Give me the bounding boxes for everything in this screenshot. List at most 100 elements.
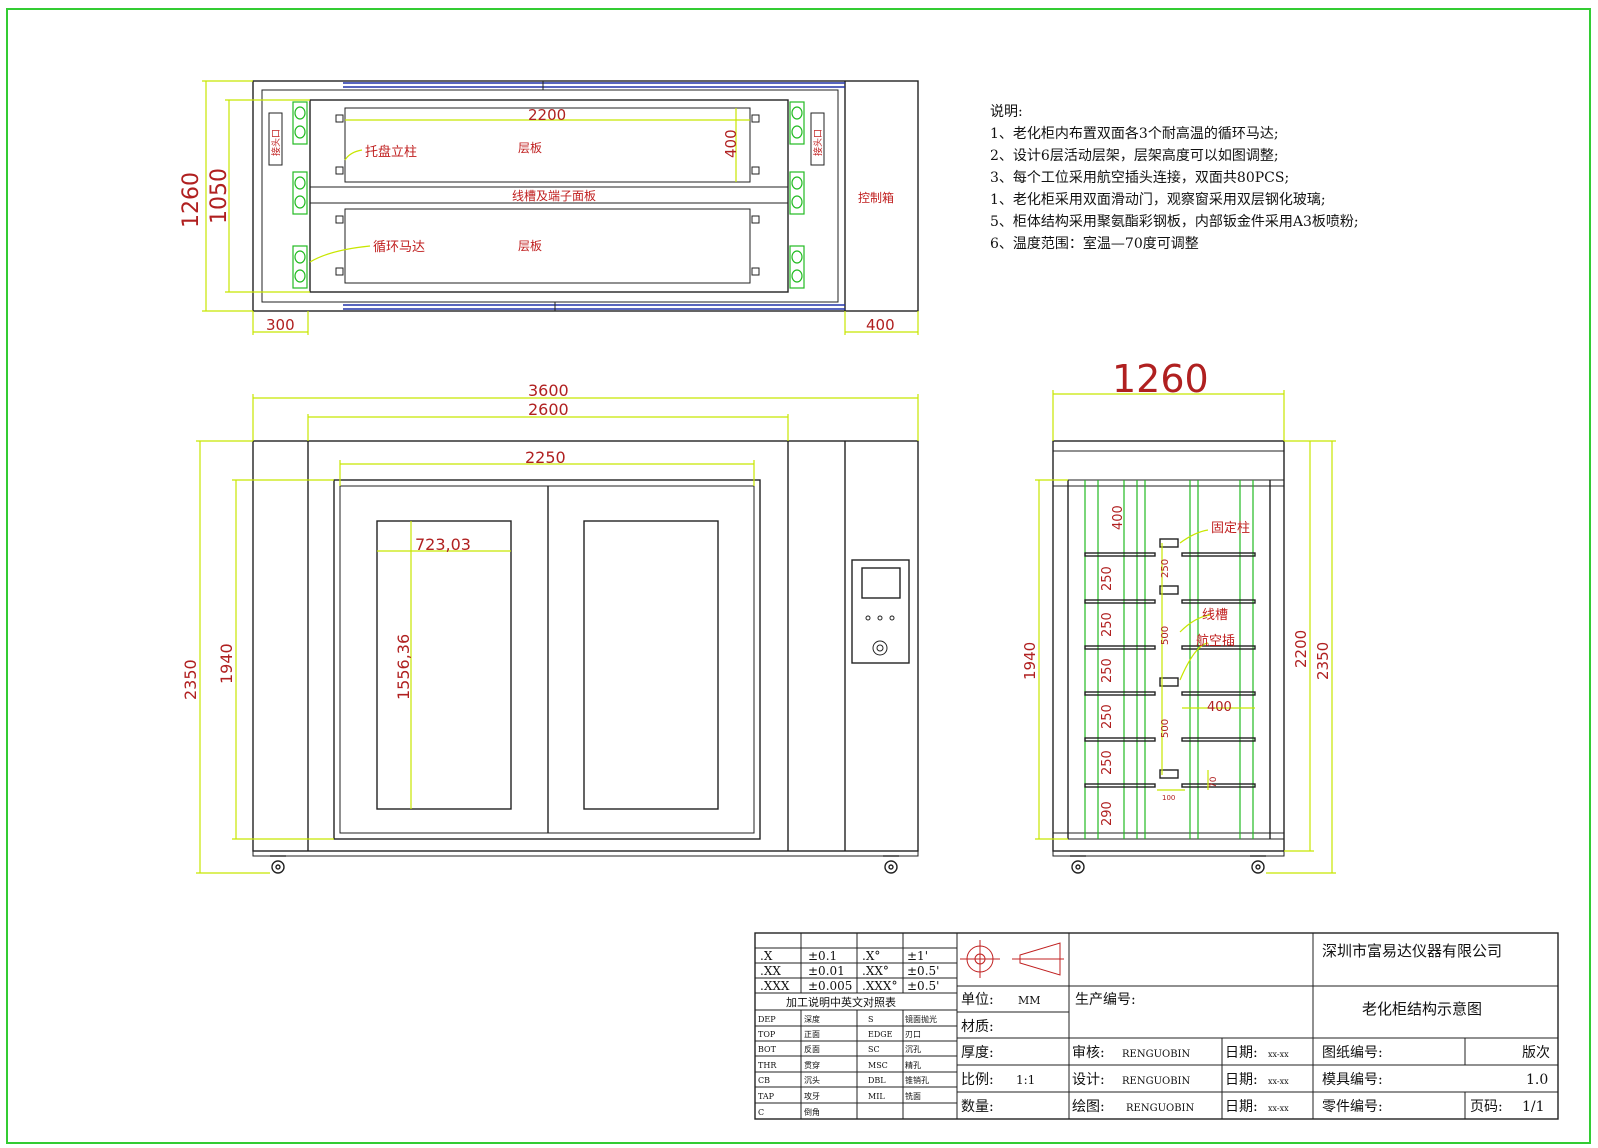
tol-r0-c2: .X° bbox=[862, 949, 880, 963]
side-view: 1260 1940 2200 2350 400 250 250 250 250 … bbox=[1021, 357, 1336, 874]
side-dim-2200: 2200 bbox=[1292, 630, 1310, 668]
gl-r5-c0: TAP bbox=[758, 1092, 775, 1101]
review-date-label: 日期: bbox=[1225, 1045, 1258, 1061]
side-dim-250-b: 250 bbox=[1100, 612, 1115, 637]
front-dim-723: 723,03 bbox=[415, 535, 471, 554]
tol-r2-c1: ±0.005 bbox=[808, 979, 852, 993]
top-dim-400-vertical: 400 bbox=[722, 129, 740, 158]
gl-r0-c0: DEP bbox=[758, 1015, 776, 1024]
gl-r3-c3: 精孔 bbox=[905, 1060, 921, 1070]
drawing-border bbox=[6, 8, 1591, 1144]
top-side-right-label: 接头口 bbox=[812, 129, 824, 156]
draw-person: RENGUOBIN bbox=[1126, 1103, 1194, 1114]
scale-label: 比例: bbox=[961, 1072, 994, 1088]
gl-r2-c1: 反面 bbox=[804, 1044, 820, 1054]
scale-value: 1:1 bbox=[1016, 1073, 1035, 1087]
gl-r2-c3: 沉孔 bbox=[905, 1045, 921, 1054]
gl-r1-c0: TOP bbox=[758, 1030, 776, 1039]
tol-r2-c3: ±0.5' bbox=[907, 979, 939, 993]
part-no-label: 零件编号: bbox=[1322, 1099, 1383, 1115]
top-dim-400-horizontal: 400 bbox=[866, 316, 895, 334]
front-dim-3600: 3600 bbox=[528, 381, 569, 400]
shelf-bottom-label: 层板 bbox=[518, 239, 542, 253]
gl-r5-c1: 攻牙 bbox=[804, 1091, 820, 1101]
notes: 说明: 1、老化柜内布置双面各3个耐高温的循环马达; 2、设计6层活动层架，层架… bbox=[990, 104, 1359, 252]
page-value: 1/1 bbox=[1522, 1099, 1545, 1115]
draw-date-value: xx-xx bbox=[1268, 1104, 1289, 1113]
front-dim-2250: 2250 bbox=[525, 448, 566, 467]
gl-r5-c2: MIL bbox=[868, 1092, 885, 1101]
side-dim-500-b: 500 bbox=[1160, 719, 1171, 738]
gl-r3-c1: 贯穿 bbox=[804, 1060, 820, 1070]
gl-r0-c2: S bbox=[868, 1015, 873, 1024]
unit-label: 单位: bbox=[961, 992, 994, 1008]
projection-symbol bbox=[960, 940, 1064, 978]
fan-motor-label: 循环马达 bbox=[373, 240, 425, 255]
unit-value: MM bbox=[1018, 994, 1041, 1007]
production-no-label: 生产编号: bbox=[1075, 992, 1136, 1008]
tray-post-label: 托盘立柱 bbox=[365, 144, 417, 160]
top-dim-2200: 2200 bbox=[528, 106, 566, 124]
tol-r1-c0: .XX bbox=[760, 964, 781, 978]
tol-r1-c1: ±0.01 bbox=[808, 964, 845, 978]
front-dim-1556: 1556,36 bbox=[394, 634, 413, 700]
gl-r3-c0: THR bbox=[758, 1061, 777, 1070]
tol-r0-c0: .X bbox=[760, 949, 773, 963]
side-dim-400-top: 400 bbox=[1111, 505, 1126, 530]
thickness-label: 厚度: bbox=[961, 1045, 994, 1061]
air-plug-label: 航空插 bbox=[1196, 633, 1235, 649]
tol-r1-c3: ±0.5' bbox=[907, 964, 939, 978]
company-name: 深圳市富易达仪器有限公司 bbox=[1322, 942, 1502, 960]
title-block: .X ±0.1 .X° ±1' .XX ±0.01 .XX° ±0.5' .XX… bbox=[754, 932, 1559, 1120]
gl-r1-c2: EDGE bbox=[868, 1030, 893, 1039]
draw-date-label: 日期: bbox=[1225, 1099, 1258, 1115]
side-dim-290: 290 bbox=[1100, 801, 1115, 826]
wire-tray-label: 线槽及端子面板 bbox=[512, 189, 596, 203]
side-dim-2350: 2350 bbox=[1314, 642, 1332, 680]
design-date-value: xx-xx bbox=[1268, 1077, 1289, 1086]
gl-r0-c1: 深度 bbox=[804, 1014, 820, 1024]
version-value: 1.0 bbox=[1526, 1072, 1548, 1088]
gl-r0-c3: 镜面抛光 bbox=[905, 1014, 937, 1024]
review-label: 审核: bbox=[1072, 1045, 1105, 1061]
side-dim-400: 400 bbox=[1207, 700, 1232, 715]
front-dim-2350: 2350 bbox=[181, 659, 200, 700]
tol-r1-c2: .XX° bbox=[862, 964, 889, 978]
tol-r0-c3: ±1' bbox=[907, 949, 928, 963]
note-line-4: 1、老化柜采用双面滑动门，观察窗采用双层钢化玻璃; bbox=[990, 191, 1326, 208]
side-dim-500-a: 500 bbox=[1160, 626, 1171, 645]
side-dim-250-a: 250 bbox=[1100, 566, 1115, 591]
tol-r2-c2: .XXX° bbox=[862, 979, 897, 993]
wire-slot-label: 线槽 bbox=[1202, 608, 1228, 623]
top-view: 接头口 接头口 2200 400 1260 1050 300 400 托盘立柱 … bbox=[179, 80, 919, 335]
gl-r4-c1: 沉头 bbox=[804, 1075, 820, 1085]
gl-r5-c3: 铣面 bbox=[905, 1091, 921, 1101]
gl-r1-c1: 正面 bbox=[804, 1030, 820, 1039]
gl-r2-c2: SC bbox=[868, 1045, 880, 1054]
gl-r1-c3: 刃口 bbox=[905, 1030, 921, 1039]
design-label: 设计: bbox=[1072, 1072, 1105, 1088]
mold-no-label: 模具编号: bbox=[1322, 1072, 1383, 1088]
gl-r2-c0: BOT bbox=[758, 1045, 777, 1054]
notes-heading: 说明: bbox=[990, 104, 1023, 120]
gl-r6-c1: 倒角 bbox=[804, 1107, 820, 1117]
side-dim-250-e: 250 bbox=[1100, 750, 1115, 775]
side-dim-250-c: 250 bbox=[1100, 658, 1115, 683]
front-dim-1940: 1940 bbox=[217, 643, 236, 684]
front-dim-2600: 2600 bbox=[528, 400, 569, 419]
page-label: 页码: bbox=[1470, 1099, 1503, 1115]
side-dim-70: 70 bbox=[1209, 776, 1219, 788]
design-person: RENGUOBIN bbox=[1122, 1076, 1190, 1087]
top-dim-1260: 1260 bbox=[179, 172, 204, 228]
gl-r4-c2: DBL bbox=[868, 1076, 886, 1085]
side-dim-1260: 1260 bbox=[1112, 357, 1209, 401]
top-dim-1050: 1050 bbox=[207, 168, 232, 224]
glossary-title: 加工说明中英文对照表 bbox=[786, 995, 896, 1009]
note-line-6: 6、温度范围：室温—70度可调整 bbox=[990, 235, 1199, 252]
tol-r0-c1: ±0.1 bbox=[808, 949, 837, 963]
gl-r3-c2: MSC bbox=[868, 1061, 888, 1070]
tol-r2-c0: .XXX bbox=[760, 979, 790, 993]
side-dim-100: 100 bbox=[1162, 794, 1175, 802]
note-line-5: 5、柜体结构采用聚氨酯彩钢板，内部钣金件采用A3板喷粉; bbox=[990, 214, 1359, 230]
